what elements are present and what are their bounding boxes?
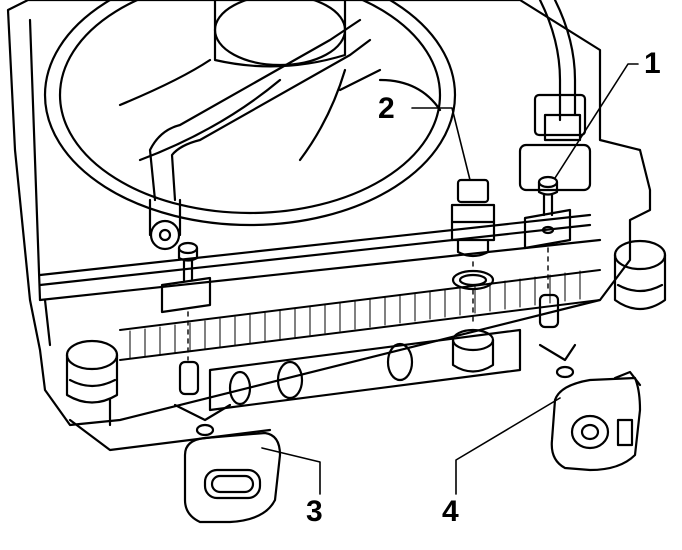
callout-3: 3: [306, 495, 323, 528]
bolt-bracket-left: [160, 241, 212, 396]
callout-4: 4: [442, 495, 459, 528]
radiator-core: [119, 269, 601, 361]
right-mount-bushing: [613, 239, 667, 311]
bolt-bracket-right: [523, 175, 572, 329]
leader-lines: [261, 63, 639, 495]
fan-bracket: [148, 18, 372, 251]
leader-line-3: [261, 447, 321, 495]
leader-line-4: [455, 397, 561, 495]
temperature-switch: [450, 178, 496, 373]
fan: [43, 0, 457, 227]
radiator-shroud: [6, 0, 652, 452]
leader-line-1: [554, 63, 639, 179]
callout-2: 2: [378, 92, 395, 125]
wiring-harness: [518, 0, 592, 192]
lower-tank: [208, 328, 522, 412]
lower-mount-right: [538, 343, 642, 472]
leader-line-2: [411, 107, 471, 181]
callout-1: 1: [644, 47, 661, 80]
lower-mount-left: [173, 403, 282, 524]
left-mount-bushing: [65, 339, 119, 404]
